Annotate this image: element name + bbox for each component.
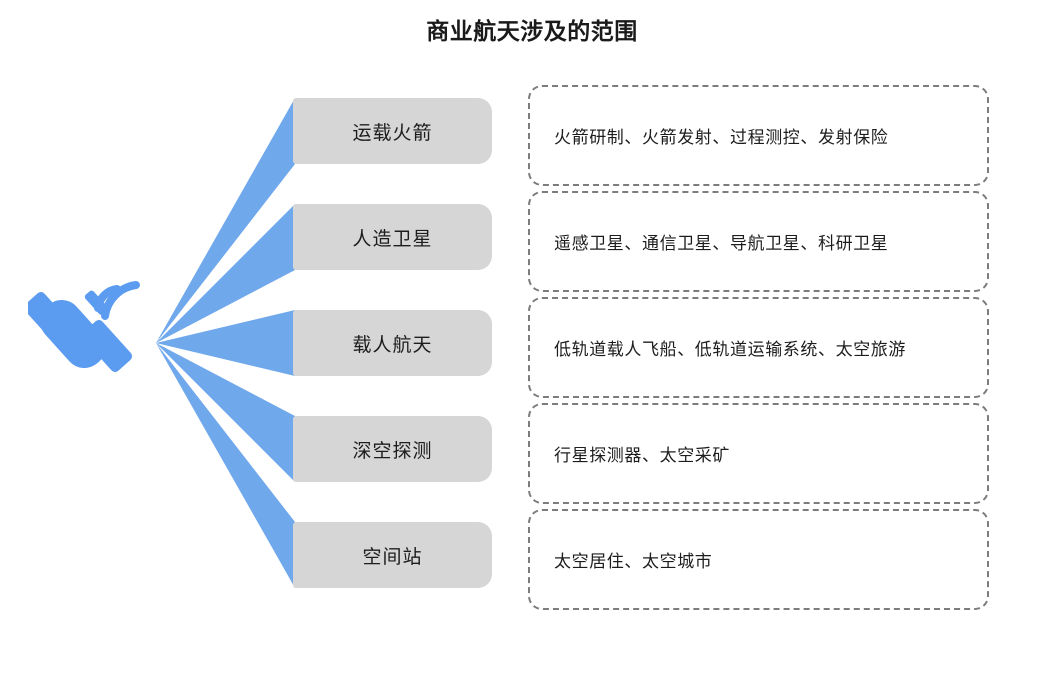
category-box-1[interactable]: 运载火箭 bbox=[293, 98, 492, 164]
detail-text: 太空居住、太空城市 bbox=[554, 552, 713, 571]
ray-5 bbox=[156, 343, 295, 588]
detail-box-5[interactable]: 太空居住、太空城市 bbox=[528, 509, 989, 610]
detail-text: 行星探测器、太空采矿 bbox=[554, 446, 730, 465]
detail-box-1[interactable]: 火箭研制、火箭发射、过程测控、发射保险 bbox=[528, 85, 989, 186]
category-box-3[interactable]: 载人航天 bbox=[293, 310, 492, 376]
category-box-4[interactable]: 深空探测 bbox=[293, 416, 492, 482]
signal-arc-outer bbox=[101, 281, 140, 320]
category-label: 空间站 bbox=[362, 546, 423, 568]
satellite-body bbox=[40, 299, 106, 369]
satellite-icon bbox=[28, 281, 140, 372]
detail-text: 火箭研制、火箭发射、过程测控、发射保险 bbox=[554, 128, 889, 147]
category-label: 深空探测 bbox=[352, 440, 433, 462]
category-box-2[interactable]: 人造卫星 bbox=[293, 204, 492, 270]
category-box-5[interactable]: 空间站 bbox=[293, 522, 492, 588]
signal-arc-inner bbox=[94, 285, 121, 312]
ray-2 bbox=[156, 204, 295, 343]
ray-1 bbox=[156, 98, 295, 343]
detail-box-4[interactable]: 行星探测器、太空采矿 bbox=[528, 403, 989, 504]
page-title: 商业航天涉及的范围 bbox=[426, 18, 638, 44]
category-label: 运载火箭 bbox=[352, 122, 433, 144]
ray-4 bbox=[156, 343, 295, 482]
ray-3 bbox=[156, 310, 295, 376]
detail-box-3[interactable]: 低轨道载人飞船、低轨道运输系统、太空旅游 bbox=[528, 297, 989, 398]
detail-text: 遥感卫星、通信卫星、导航卫星、科研卫星 bbox=[554, 234, 889, 253]
detail-text: 低轨道载人飞船、低轨道运输系统、太空旅游 bbox=[554, 340, 906, 359]
category-label: 人造卫星 bbox=[352, 228, 433, 250]
detail-box-2[interactable]: 遥感卫星、通信卫星、导航卫星、科研卫星 bbox=[528, 191, 989, 292]
category-label: 载人航天 bbox=[352, 334, 433, 356]
